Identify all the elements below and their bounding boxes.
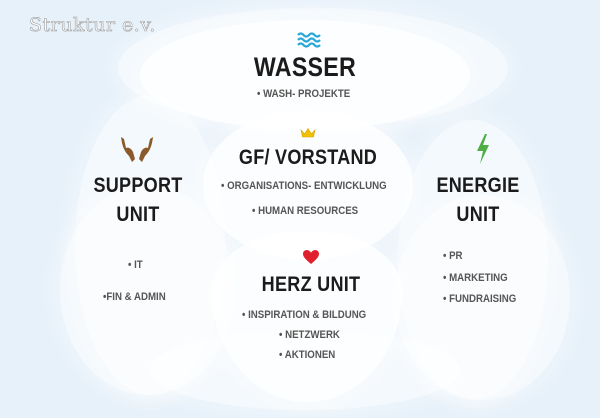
crown-icon xyxy=(300,127,316,138)
gf-vorstand-item-1: • ORGANISATIONS- ENTWICKLUNG xyxy=(221,180,387,192)
support-title-line1: SUPPORT xyxy=(93,174,183,197)
brand-title: Struktur e.v. xyxy=(29,14,156,37)
support-item-1: • IT xyxy=(128,259,143,271)
support-title-line2: UNIT xyxy=(116,203,160,226)
energie-item-2: • MARKETING xyxy=(443,272,508,284)
bubble-bottom xyxy=(150,330,460,410)
energie-item-3: • FUNDRAISING xyxy=(443,293,517,305)
energie-item-1: • PR xyxy=(443,250,463,262)
energie-title-line2: UNIT xyxy=(456,203,500,226)
lightning-bolt-icon xyxy=(477,134,489,164)
herz-title: HERZ UNIT xyxy=(261,273,361,296)
wasser-item-1: • WASH- PROJEKTE xyxy=(257,88,351,100)
gf-vorstand-title: GF/ VORSTAND xyxy=(238,146,378,169)
herz-item-1: • INSPIRATION & BILDUNG xyxy=(242,309,367,321)
water-waves-icon xyxy=(297,32,321,48)
open-hands-icon xyxy=(121,137,153,162)
herz-item-3: • AKTIONEN xyxy=(279,349,336,361)
herz-item-2: • NETZWERK xyxy=(279,329,340,341)
wasser-title: WASSER xyxy=(253,52,357,82)
energie-title-line1: ENERGIE xyxy=(436,174,520,197)
heart-icon xyxy=(303,250,319,264)
gf-vorstand-item-2: • HUMAN RESOURCES xyxy=(252,205,359,217)
support-item-2: •FIN & ADMIN xyxy=(103,291,166,303)
